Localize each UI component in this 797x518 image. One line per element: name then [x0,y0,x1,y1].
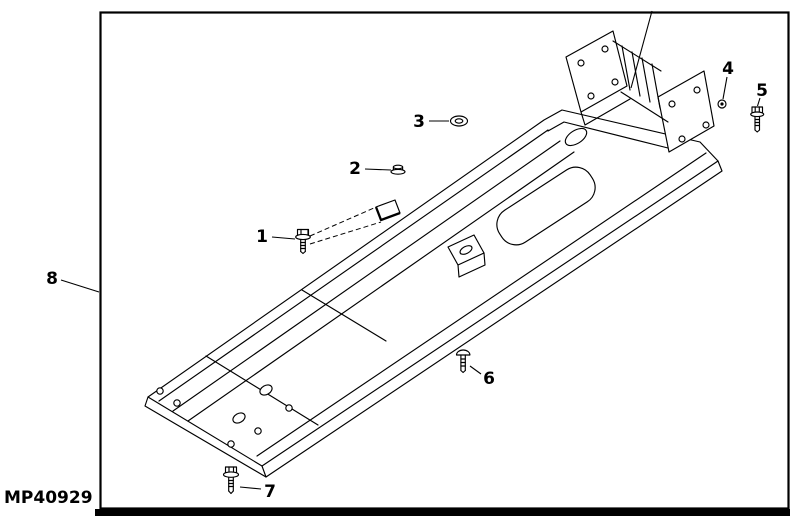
diagram-border [99,11,790,510]
callout-1-leader [271,236,296,240]
flange-nut-icon-2 [390,164,406,175]
callout-2-leader [364,168,392,171]
callout-6-leader [469,365,482,375]
callout-7-leader [239,486,262,490]
callout-4-label: 4 [722,59,734,79]
push-fastener-icon-4 [717,99,727,109]
callout-1-label: 1 [256,227,268,247]
callout-5-label: 5 [756,81,768,101]
frame-assembly-drawing [144,10,723,478]
callout-7-label: 7 [264,482,276,502]
callout-3-label: 3 [413,112,425,132]
part-number-label: MP40929 [4,488,93,508]
flange-head-screw-icon-1 [295,228,311,255]
callout-leaders [60,76,761,490]
callout-5-leader [756,97,761,107]
flange-head-screw-icon-7 [222,466,240,495]
callout-8-label: 8 [46,269,58,289]
callout-4-leader [722,76,728,100]
washer-icon-3 [449,115,469,127]
bracket-leader-line [630,10,653,89]
callout-6-label: 6 [483,369,495,389]
cap-screw-icon-5 [750,106,765,133]
diagram-bottom-bar [95,509,790,516]
callout-8-leader [60,279,100,293]
carriage-bolt-icon-6 [455,349,471,374]
callout-2-label: 2 [349,159,361,179]
